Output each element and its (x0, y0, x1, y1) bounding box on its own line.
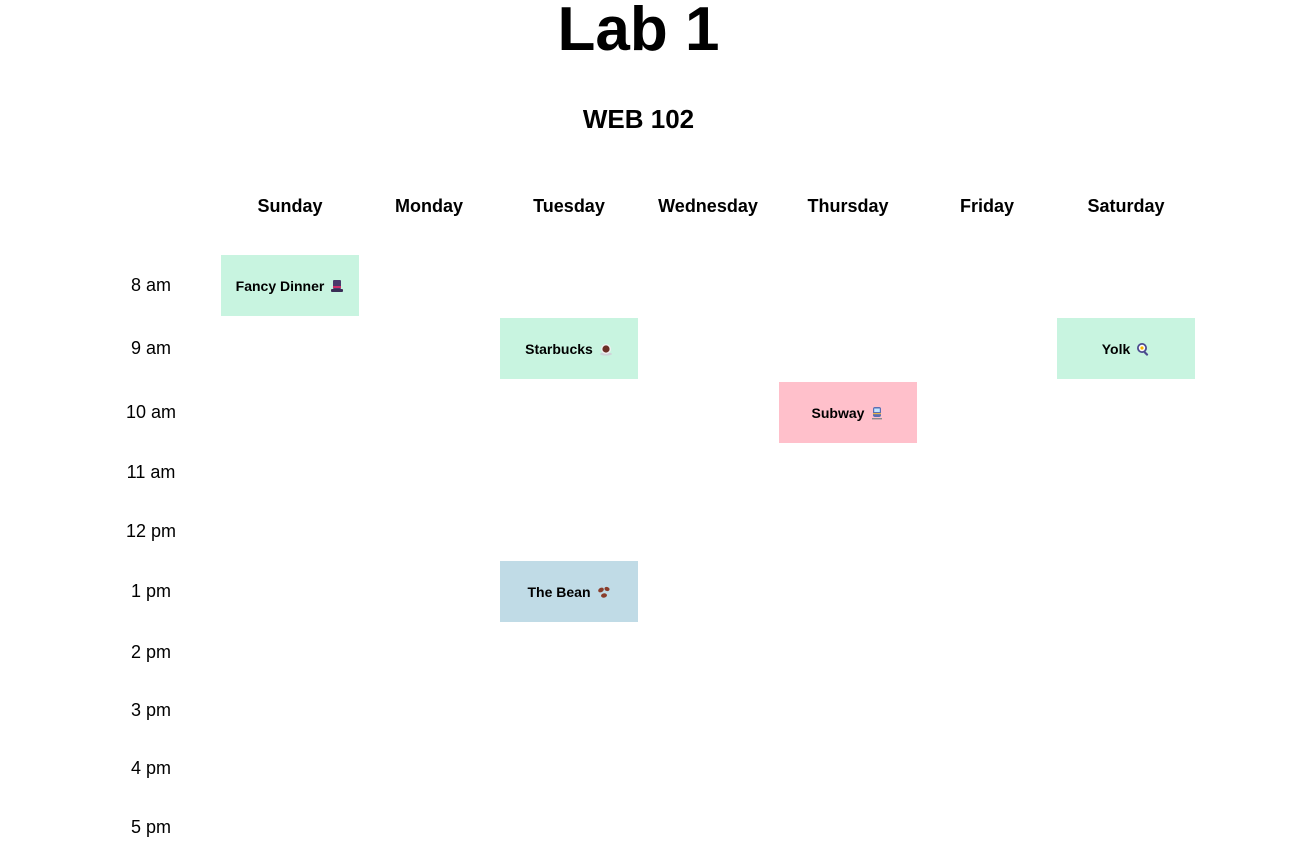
coffee-beans-icon (597, 585, 611, 599)
time-label: 10 am (125, 402, 177, 422)
day-header-sunday: Sunday (257, 196, 323, 216)
time-label: 12 pm (125, 521, 177, 541)
time-label: 1 pm (130, 581, 172, 601)
event-fancy-dinner[interactable]: Fancy Dinner (221, 255, 359, 316)
time-label: 11 am (126, 462, 176, 482)
day-header-thursday: Thursday (807, 196, 889, 216)
time-label: 2 pm (130, 642, 172, 662)
page-subtitle: WEB 102 (582, 104, 695, 134)
day-header-friday: Friday (959, 196, 1015, 216)
day-header-wednesday: Wednesday (658, 196, 758, 216)
frying-pan-icon (1136, 342, 1150, 356)
day-header-monday: Monday (394, 196, 463, 216)
top-hat-icon (330, 279, 344, 293)
event-label: Fancy Dinner (235, 277, 325, 294)
time-label: 4 pm (130, 758, 172, 778)
time-label: 8 am (130, 275, 172, 295)
event-subway[interactable]: Subway (779, 382, 917, 443)
tram-icon (870, 406, 884, 420)
event-yolk[interactable]: Yolk (1057, 318, 1195, 379)
time-label: 3 pm (130, 700, 172, 720)
event-label: Yolk (1101, 340, 1131, 357)
time-label: 5 pm (130, 817, 172, 837)
page-title: Lab 1 (557, 0, 720, 64)
event-label: Subway (811, 404, 865, 421)
event-label: Starbucks (525, 340, 593, 357)
coffee-cup-icon (599, 342, 613, 356)
time-label: 9 am (130, 338, 172, 358)
event-label: The Bean (527, 583, 591, 600)
day-header-saturday: Saturday (1087, 196, 1165, 216)
event-the-bean[interactable]: The Bean (500, 561, 638, 622)
event-starbucks[interactable]: Starbucks (500, 318, 638, 379)
day-header-tuesday: Tuesday (533, 196, 605, 216)
